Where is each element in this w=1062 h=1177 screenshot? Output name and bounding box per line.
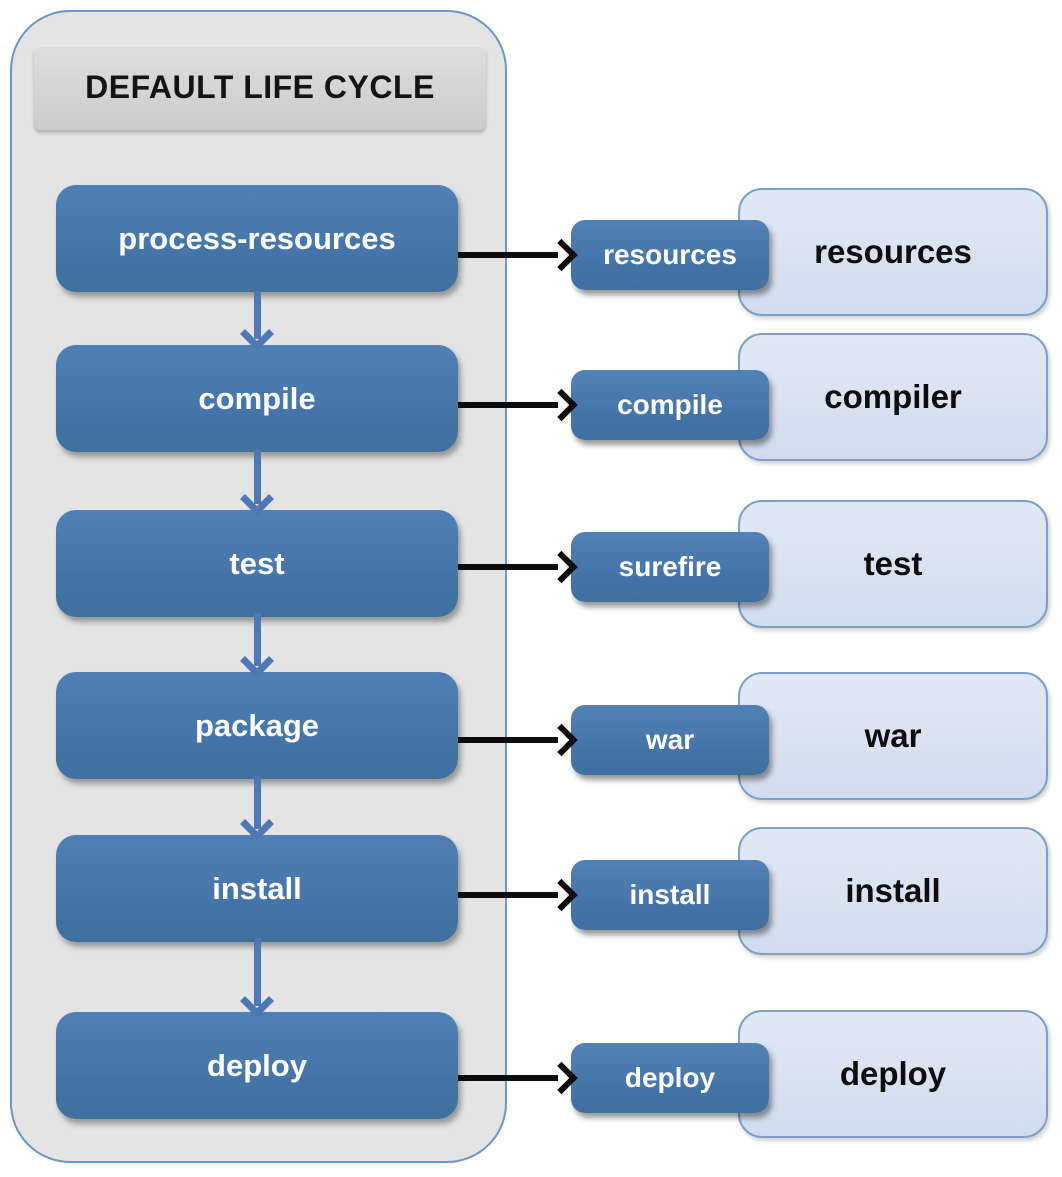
plugin-box-test: test xyxy=(738,500,1048,628)
flow-arrow-icon xyxy=(458,1075,558,1081)
goal-box-surefire: surefire xyxy=(571,532,769,602)
plugin-box-resources: resources xyxy=(738,188,1048,316)
down-arrow-icon xyxy=(240,776,274,841)
flow-arrow-icon xyxy=(458,402,558,408)
flow-arrow-icon xyxy=(458,892,558,898)
phase-box-deploy: deploy xyxy=(56,1012,458,1119)
plugin-box-install: install xyxy=(738,827,1048,955)
goal-box-resources: resources xyxy=(571,220,769,290)
down-arrow-icon xyxy=(240,450,274,516)
plugin-box-deploy: deploy xyxy=(738,1010,1048,1138)
goal-box-war: war xyxy=(571,705,769,775)
flow-arrow-icon xyxy=(458,252,558,258)
phase-box-package: package xyxy=(56,672,458,779)
phase-box-install: install xyxy=(56,835,458,942)
plugin-box-compiler: compiler xyxy=(738,333,1048,461)
goal-box-compile: compile xyxy=(571,370,769,440)
phase-box-compile: compile xyxy=(56,345,458,452)
flow-arrow-icon xyxy=(458,564,558,570)
down-arrow-icon xyxy=(240,291,274,351)
diagram-title: DEFAULT LIFE CYCLE xyxy=(34,45,486,130)
down-arrow-icon xyxy=(240,613,274,678)
plugin-box-war: war xyxy=(738,672,1048,800)
goal-box-install: install xyxy=(571,860,769,930)
phase-box-test: test xyxy=(56,510,458,617)
down-arrow-icon xyxy=(240,938,274,1018)
phase-box-process-resources: process-resources xyxy=(56,185,458,292)
flow-arrow-icon xyxy=(458,737,558,743)
goal-box-deploy: deploy xyxy=(571,1043,769,1113)
